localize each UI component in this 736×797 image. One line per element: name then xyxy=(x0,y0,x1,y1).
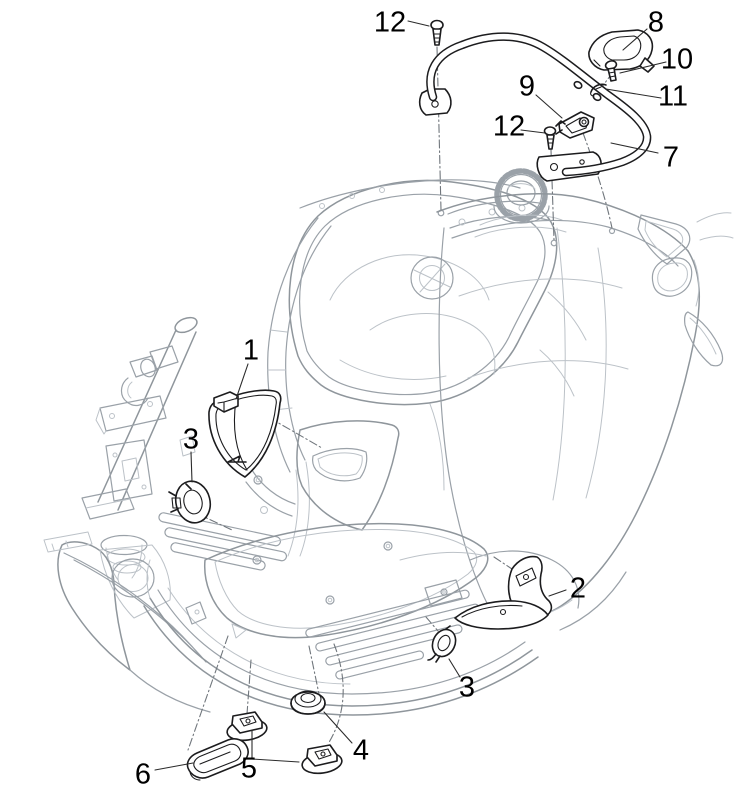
frame-top-plate xyxy=(299,179,616,247)
side-cover-part xyxy=(208,389,282,478)
knee-panel xyxy=(296,420,400,531)
callout-label-11: 11 xyxy=(657,80,689,113)
grommet-left-part xyxy=(168,480,212,524)
leader-lines xyxy=(154,20,667,771)
round-plug-part xyxy=(290,690,326,715)
spoiler-part xyxy=(454,555,553,630)
callout-label-12-mid: 12 xyxy=(492,110,526,143)
screw-10-part xyxy=(604,60,618,82)
front-shield xyxy=(43,531,211,713)
floorboard xyxy=(143,512,539,716)
screw-12-top-part xyxy=(430,19,444,46)
scooter-body-drawing xyxy=(43,168,734,716)
seat-frame-arch xyxy=(245,217,332,557)
rear-body-panel xyxy=(429,193,734,620)
callout-label-9: 9 xyxy=(518,70,536,103)
callout-label-1: 1 xyxy=(242,334,260,367)
grab-rail-part xyxy=(418,32,652,182)
callout-label-2: 2 xyxy=(569,572,587,605)
callout-label-7: 7 xyxy=(662,141,680,174)
callout-label-4: 4 xyxy=(352,734,370,767)
callout-label-5: 5 xyxy=(240,752,258,785)
rail-cover-part xyxy=(588,29,655,73)
fuel-cap xyxy=(474,168,567,238)
rear-underside xyxy=(399,550,627,631)
callout-label-3-left: 3 xyxy=(182,423,200,456)
clip-11-part xyxy=(590,83,607,97)
screw-12-mid-part xyxy=(543,126,557,150)
callout-label-8: 8 xyxy=(647,6,665,39)
underseat-bucket xyxy=(288,179,558,406)
callout-label-12-top: 12 xyxy=(373,6,407,39)
square-plug-b-part xyxy=(300,744,344,777)
square-plug-a-part xyxy=(225,711,269,744)
callout-label-6: 6 xyxy=(134,758,152,791)
grommet-right-part xyxy=(427,625,457,663)
callout-label-3-right: 3 xyxy=(458,671,476,704)
steering-column xyxy=(81,316,198,581)
callout-label-10: 10 xyxy=(660,43,694,76)
rect-plug-part xyxy=(186,738,249,781)
latch-9-part xyxy=(555,111,595,139)
